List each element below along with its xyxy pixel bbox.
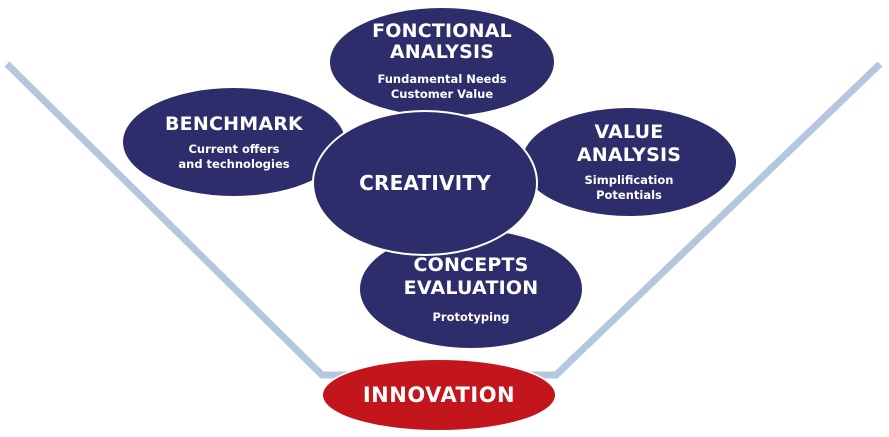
- creativity-title: CREATIVITY: [359, 170, 491, 195]
- benchmark-sub-line2: and technologies: [178, 156, 290, 171]
- creativity-node: CREATIVITY: [312, 110, 538, 256]
- value-analysis-title-line1: VALUE: [594, 121, 664, 143]
- fonctional-analysis-sub-line2: Customer Value: [390, 87, 494, 101]
- concepts-evaluation-title-line1: CONCEPTS: [413, 253, 529, 276]
- benchmark-subtitle: Current offers and technologies: [178, 142, 289, 172]
- innovation-node: INNOVATION: [321, 358, 557, 432]
- fonctional-analysis-subtitle: Fundamental Needs Customer Value: [377, 72, 506, 102]
- value-analysis-sub-line1: Simplification: [584, 173, 674, 187]
- benchmark-title: BENCHMARK: [165, 112, 303, 135]
- fonctional-analysis-title-line1: FONCTIONAL: [372, 20, 512, 42]
- fonctional-analysis-sub-line1: Fundamental Needs: [377, 72, 507, 86]
- value-analysis-subtitle: Simplification Potentials: [585, 173, 674, 203]
- concepts-evaluation-title-line2: EVALUATION: [403, 276, 539, 299]
- value-analysis-title-line2: ANALYSIS: [576, 144, 682, 166]
- benchmark-sub-line1: Current offers: [188, 141, 280, 156]
- fonctional-analysis-title-line2: ANALYSIS: [389, 41, 495, 63]
- innovation-title: INNOVATION: [362, 382, 516, 407]
- benchmark-node: BENCHMARK Current offers and technologie…: [121, 86, 347, 198]
- value-analysis-sub-line2: Potentials: [596, 188, 662, 202]
- concepts-evaluation-sub-line1: Prototyping: [432, 309, 510, 324]
- fonctional-analysis-node: FONCTIONAL ANALYSIS Fundamental Needs Cu…: [328, 6, 556, 118]
- value-analysis-node: VALUE ANALYSIS Simplification Potentials: [520, 106, 738, 218]
